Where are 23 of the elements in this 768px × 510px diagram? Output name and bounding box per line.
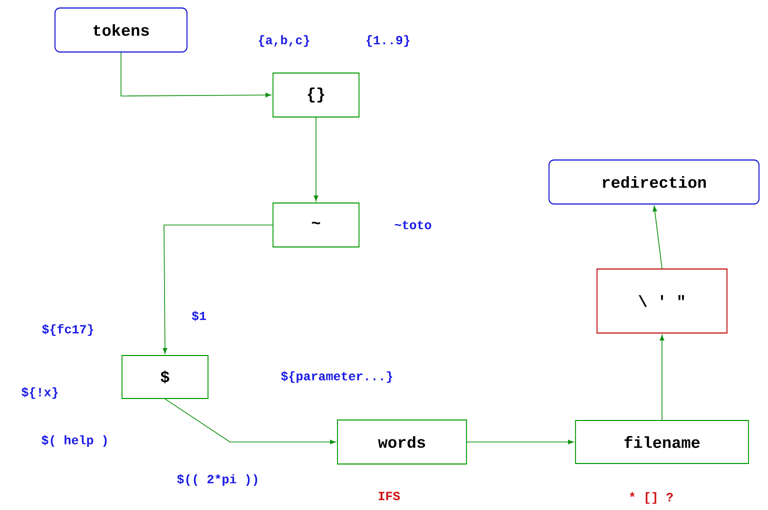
arrow [466,440,574,444]
arrow [660,334,664,420]
process-box: filename [575,420,749,464]
code-label: ${parameter...} [281,371,392,383]
code-label: $( help ) [42,435,107,447]
process-box: words [337,420,467,464]
process-box: ~ [272,202,360,248]
rounded-box: tokens [54,8,188,52]
code-label: {1..9} [366,35,410,47]
arrow [164,398,336,444]
arrow [162,224,273,354]
code-label: ${!x} [22,387,58,399]
code-label: IFS [378,492,400,500]
rounded-box: redirection [548,160,760,204]
arrow [652,206,662,269]
code-label: * [] ? [630,492,673,504]
process-box: {} [272,72,360,118]
arrow [120,52,272,98]
process-box: \ ' " [596,268,728,334]
code-label: $(( 2*pi )) [177,474,258,486]
process-box: $ [122,355,208,399]
arrow [314,117,318,202]
code-label: $1 [192,310,206,322]
